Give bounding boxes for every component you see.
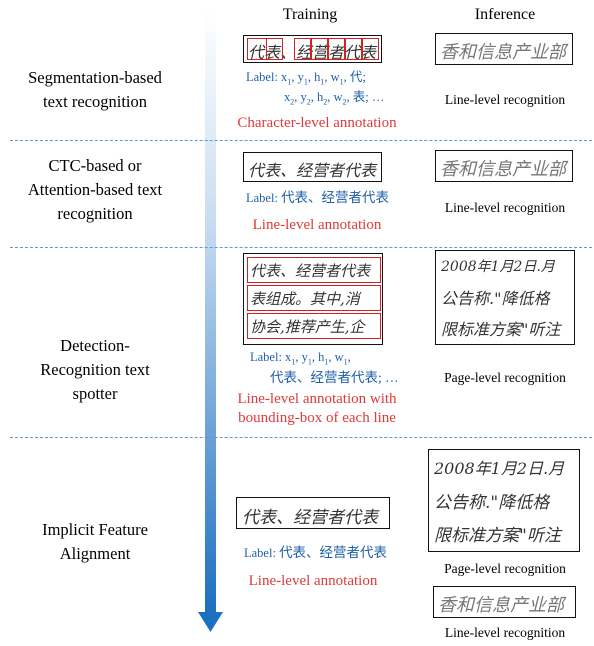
- train-image-page-bbox: 代表、经营者代表 表组成。其中,消 协会,推荐产生,企: [243, 253, 383, 345]
- recognition-line-1: Line-level recognition: [444, 92, 566, 107]
- separator-1: [10, 140, 592, 141]
- handwritten-line: 公告称."降低格: [441, 289, 550, 308]
- char-box: [247, 38, 267, 60]
- method-line: spotter: [72, 384, 118, 403]
- char-box: [362, 38, 379, 60]
- label-bbox-level: Label: x1, y1, h1, w1, 代表、经营者代表; …: [250, 350, 399, 385]
- handwritten-line: 香和信息产业部: [440, 159, 566, 180]
- recognition-line-3: Line-level recognition: [444, 625, 566, 640]
- method-implicit-feature-alignment: Implicit Feature Alignment: [0, 518, 190, 566]
- inference-image-line-3: 香和信息产业部: [433, 586, 576, 618]
- char-box: [266, 38, 283, 60]
- handwritten-line: 代表、经营者代表: [242, 508, 378, 528]
- method-detection-recognition: Detection- Recognition text spotter: [0, 334, 190, 406]
- method-line: CTC-based or: [48, 156, 142, 175]
- annotation-line-level: Line-level annotation: [252, 217, 382, 233]
- training-header: Training: [282, 6, 338, 23]
- method-ctc-attention: CTC-based or Attention-based text recogn…: [0, 154, 190, 226]
- handwritten-line: 香和信息产业部: [438, 595, 564, 616]
- handwritten-line: 限标准方案"听注: [441, 320, 561, 339]
- separator-3: [10, 437, 592, 438]
- handwritten-line: 表组成。其中,消: [250, 290, 360, 308]
- handwritten-line: 2008年1月2日.月: [434, 459, 565, 478]
- inference-image-line-1: 香和信息产业部: [435, 33, 573, 65]
- method-line: recognition: [57, 204, 133, 223]
- char-box: [311, 38, 328, 60]
- handwritten-line: 协会,推荐产生,企: [250, 318, 365, 336]
- line-bbox: [247, 285, 381, 311]
- char-box: [328, 38, 345, 60]
- annotation-bbox-level: Line-level annotation with bounding-box …: [222, 390, 412, 428]
- handwritten-line: 公告称."降低格: [434, 493, 550, 513]
- method-line: text recognition: [42, 92, 147, 111]
- annotation-char-level: Character-level annotation: [237, 115, 397, 131]
- handwritten-line: 限标准方案"听注: [434, 526, 561, 546]
- inference-image-page-1: 2008年1月2日.月 公告称."降低格 限标准方案"听注: [435, 250, 575, 345]
- method-line: Segmentation-based: [28, 68, 162, 87]
- handwritten-line: 代表、经营者代表: [248, 161, 377, 180]
- recognition-page-1: Page-level recognition: [444, 370, 566, 385]
- char-box: [294, 38, 311, 60]
- method-line: Recognition text: [40, 360, 150, 379]
- annotation-line: bounding-box of each line: [238, 410, 396, 426]
- annotation-line: Line-level annotation with: [237, 391, 397, 407]
- label-char-level: Label: x1, y1, h1, w1, 代; x2, y2, h2, w2…: [246, 70, 385, 106]
- method-segmentation: Segmentation-based text recognition: [0, 66, 190, 114]
- train-image-line-level-ifa: 代表、经营者代表: [236, 497, 390, 529]
- inference-header: Inference: [474, 6, 536, 23]
- line-bbox: [247, 257, 381, 283]
- annotation-line-level-ifa: Line-level annotation: [248, 573, 378, 589]
- method-line: Implicit Feature: [42, 520, 148, 539]
- inference-image-page-2: 2008年1月2日.月 公告称."降低格 限标准方案"听注: [428, 449, 580, 552]
- recognition-page-2: Page-level recognition: [444, 561, 566, 576]
- inference-image-line-2: 香和信息产业部: [435, 150, 573, 182]
- label-line-level-ifa: Label: 代表、经营者代表: [244, 545, 388, 560]
- train-image-line-level: 代表、经营者代表: [243, 152, 382, 182]
- train-image-char-level: 代表、经营者代表: [243, 35, 382, 63]
- method-line: Detection-: [60, 336, 130, 355]
- handwritten-line: 代表、经营者代表: [250, 262, 371, 280]
- handwritten-line: 2008年1月2日.月: [441, 259, 555, 275]
- char-box: [345, 38, 362, 60]
- recognition-line-2: Line-level recognition: [444, 200, 566, 215]
- line-bbox: [247, 313, 381, 339]
- method-line: Attention-based text: [27, 180, 163, 199]
- method-line: Alignment: [59, 544, 131, 563]
- handwritten-line: 香和信息产业部: [440, 42, 566, 63]
- label-line-level: Label: 代表、经营者代表: [246, 190, 390, 205]
- separator-2: [10, 247, 592, 248]
